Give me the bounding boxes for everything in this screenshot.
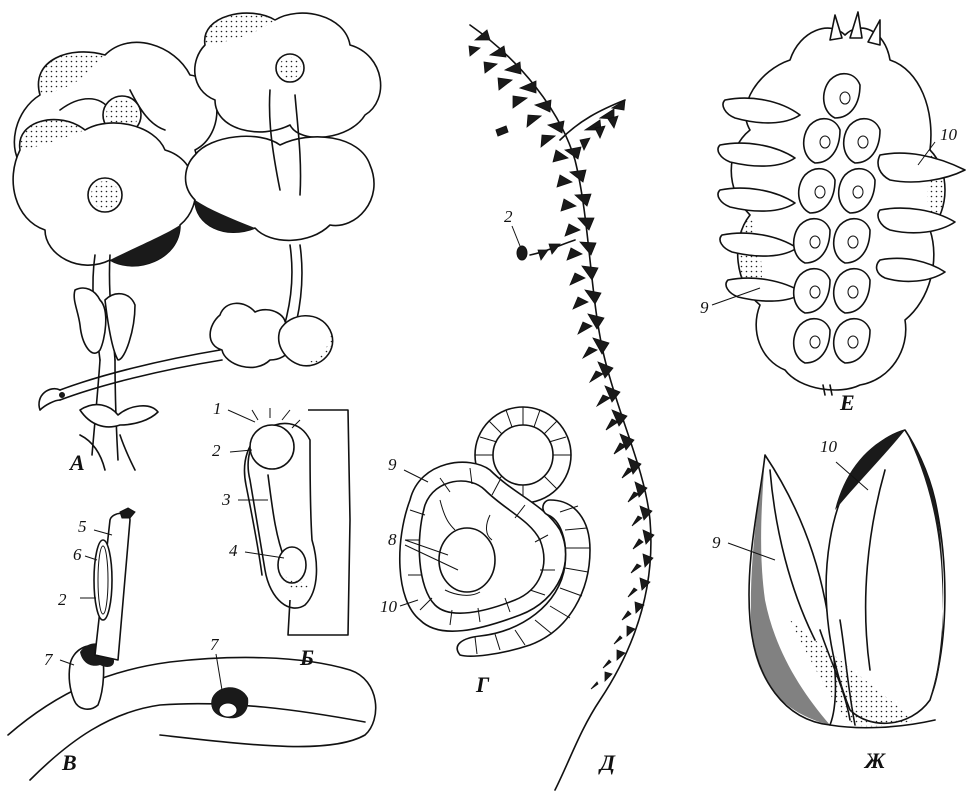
panel-a-flowers	[13, 13, 381, 470]
callout-g-8: 8	[388, 530, 397, 549]
callout-g-9: 9	[388, 455, 397, 474]
panel-b-ovule	[228, 408, 350, 635]
panel-label-d: Д	[598, 750, 616, 775]
callout-b-4: 4	[229, 541, 238, 560]
panel-label-b: Б	[299, 645, 314, 670]
callout-v-7a: 7	[44, 650, 54, 669]
panel-label-zh: Ж	[863, 748, 886, 773]
callout-b-3: 3	[221, 490, 231, 509]
callout-v-6: 6	[73, 545, 82, 564]
panel-zh-bracts	[728, 430, 945, 728]
callout-v-5: 5	[78, 517, 87, 536]
panel-label-e: Е	[839, 390, 855, 415]
callout-d-2: 2	[504, 207, 513, 226]
callout-g-10: 10	[380, 597, 398, 616]
callout-v-7b: 7	[210, 635, 220, 654]
panel-label-g: Г	[475, 672, 490, 697]
panel-label-a: А	[68, 450, 85, 475]
callout-e-9: 9	[700, 298, 709, 317]
panel-d-shoot	[469, 25, 654, 790]
panel-g-cells	[400, 407, 590, 656]
callout-e-10: 10	[940, 125, 958, 144]
panel-label-v: В	[61, 750, 77, 775]
callout-zh-10: 10	[820, 437, 838, 456]
callout-b-2: 2	[212, 441, 221, 460]
panel-e-strobilus	[712, 12, 965, 395]
callout-zh-9: 9	[712, 533, 721, 552]
callout-b-1: 1	[213, 399, 222, 418]
callout-v-2: 2	[58, 590, 67, 609]
